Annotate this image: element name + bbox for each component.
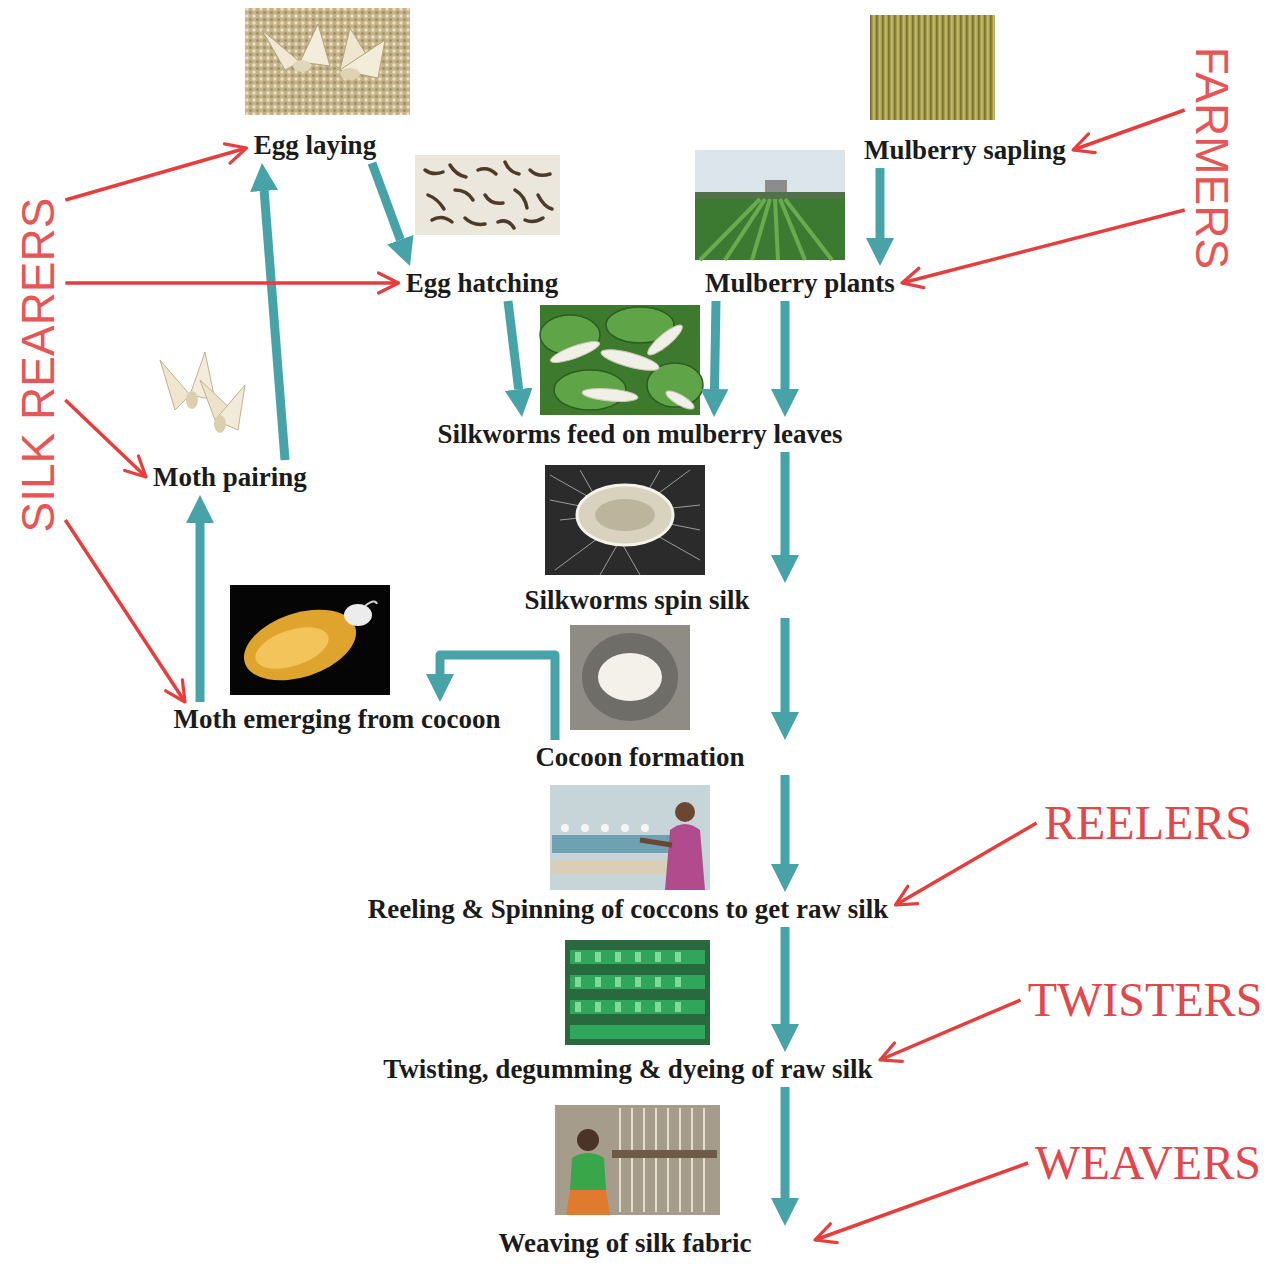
flow-arrow	[781, 1087, 790, 1198]
silk-spinning-photo	[545, 465, 705, 575]
role-arrow	[896, 823, 1037, 905]
step-caption: Cocoon formation	[450, 740, 830, 775]
caption-text: Silkworms spin silk	[524, 585, 749, 616]
flow-arrow	[508, 301, 519, 389]
step-caption: Silkworms spin silk	[447, 583, 827, 618]
role-arrow	[65, 148, 246, 200]
caption-text: SILK REARERS	[13, 198, 64, 533]
caption-text: Egg laying	[254, 130, 376, 161]
twisting-photo	[565, 940, 710, 1045]
role-arrow	[880, 1000, 1021, 1060]
flow-arrow	[196, 523, 205, 702]
weaving-photo	[555, 1105, 720, 1215]
step-caption: Mulberry sapling	[857, 133, 1073, 168]
moth-emerging-photo	[230, 585, 390, 695]
step-caption: Reeling & Spinning of coccons to get raw…	[361, 892, 896, 927]
caption-text: WEAVERS	[1035, 1137, 1261, 1190]
role-label: REELERS	[1037, 795, 1260, 852]
role-label: FARMERS	[1185, 41, 1240, 275]
caption-text: Mulberry plants	[705, 268, 895, 299]
egg-hatching-photo	[415, 155, 560, 235]
flow-arrow	[781, 775, 790, 864]
silkworms-feeding-photo	[540, 305, 703, 415]
caption-text: Mulberry sapling	[864, 135, 1066, 166]
step-caption: Moth emerging from cocoon	[166, 702, 508, 737]
flow-arrow	[781, 618, 790, 712]
flow-arrow	[714, 301, 716, 389]
moth-pairing-photo	[160, 352, 245, 433]
caption-text: Silkworms feed on mulberry leaves	[438, 419, 843, 450]
role-arrow	[902, 210, 1185, 283]
caption-text: Moth emerging from cocoon	[173, 704, 500, 735]
step-caption: Twisting, degumming & dyeing of raw silk	[376, 1052, 880, 1087]
flow-arrow	[781, 301, 790, 389]
caption-text: Twisting, degumming & dyeing of raw silk	[383, 1054, 872, 1085]
caption-text: Egg hatching	[406, 268, 558, 299]
step-caption: Egg hatching	[399, 266, 566, 301]
caption-text: REELERS	[1044, 797, 1252, 850]
role-arrow	[65, 520, 185, 702]
role-label: WEAVERS	[1028, 1135, 1268, 1192]
step-caption: Weaving of silk fabric	[435, 1226, 815, 1261]
flow-arrow	[264, 191, 285, 460]
flow-arrow	[781, 927, 790, 1024]
role-label: SILK REARERS	[11, 192, 66, 539]
caption-text: TWISTERS	[1028, 974, 1263, 1027]
role-arrow	[65, 281, 398, 285]
flow-arrow	[781, 452, 790, 555]
flow-arrow	[876, 168, 885, 238]
caption-text: Moth pairing	[153, 462, 307, 493]
role-arrow	[815, 1163, 1028, 1240]
flow-arrow	[372, 163, 400, 240]
cocoon-photo	[570, 625, 690, 730]
mulberry-plants-photo	[695, 150, 845, 260]
egg-laying-photo	[245, 8, 410, 115]
caption-text: Weaving of silk fabric	[499, 1228, 752, 1259]
caption-text: FARMERS	[1187, 47, 1238, 269]
role-arrow	[1073, 110, 1185, 150]
mulberry-sapling-photo	[870, 15, 995, 120]
caption-text: Reeling & Spinning of coccons to get raw…	[368, 894, 889, 925]
step-caption: Egg laying	[247, 128, 384, 163]
reeling-photo	[550, 785, 710, 890]
step-caption: Moth pairing	[146, 460, 314, 495]
step-caption: Mulberry plants	[698, 266, 902, 301]
role-label: TWISTERS	[1021, 972, 1270, 1029]
role-arrow	[65, 400, 146, 477]
step-caption: Silkworms feed on mulberry leaves	[431, 417, 850, 452]
caption-text: Cocoon formation	[535, 742, 744, 773]
